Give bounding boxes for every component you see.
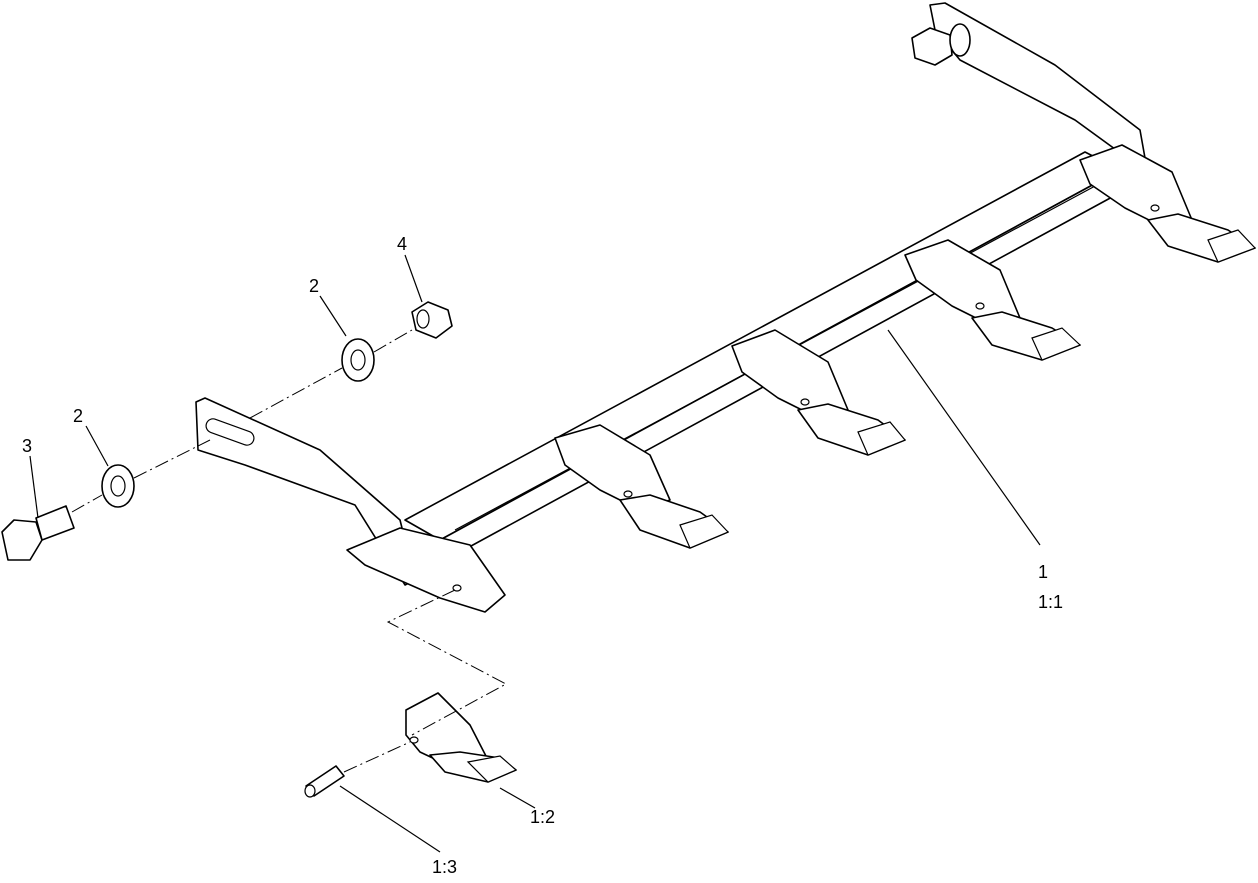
roll-pin-end <box>304 784 316 798</box>
left-end-guard <box>346 527 506 613</box>
guard-3-tip <box>1031 327 1082 361</box>
assembly-center-lines <box>71 329 508 773</box>
leader-lines <box>29 254 1041 853</box>
lock-nut <box>411 301 453 339</box>
exploded-guard-tip <box>466 755 518 783</box>
guard-4-tip <box>1207 229 1257 263</box>
guard-4 <box>1079 144 1257 263</box>
lock-nut-hole <box>416 309 430 329</box>
bolt-center-line-3 <box>249 367 343 419</box>
leader-4 <box>404 254 423 303</box>
flat-washer-right <box>341 338 375 382</box>
left-end-guard-hole <box>452 584 462 592</box>
bolt-center-line-1 <box>71 494 103 513</box>
guard-3 <box>904 239 1082 361</box>
guard-bar-assembly <box>195 2 1257 613</box>
guard-4-pin-hole <box>1150 204 1160 212</box>
bolt-center-line-4 <box>373 329 413 353</box>
guard-3-pin-hole <box>975 302 985 310</box>
left-bracket-slot <box>205 418 255 446</box>
leader-2-right <box>319 295 347 337</box>
hex-bolt <box>1 505 75 561</box>
hex-bolt-head <box>1 519 43 561</box>
guard-2 <box>731 329 906 456</box>
callout-2-left: 2 <box>73 406 83 426</box>
pin-center-line <box>343 741 411 773</box>
hex-bolt-shank <box>35 505 75 541</box>
leader-3 <box>29 455 39 519</box>
guard-1-pin-hole <box>623 490 633 498</box>
leader-2-left <box>85 425 109 467</box>
callout-4: 4 <box>397 234 407 254</box>
roll-pin <box>304 765 345 798</box>
exploded-guard-pin-hole <box>409 736 419 744</box>
guard-center-line <box>386 589 508 736</box>
leader-1-2 <box>499 787 536 809</box>
callout-1: 1 <box>1038 562 1048 582</box>
flat-washer-right-inner <box>350 349 366 371</box>
callout-labels: 1 1:1 1:2 1:3 2 2 3 4 <box>22 234 1063 877</box>
exploded-guard <box>405 692 518 783</box>
flat-washer-left <box>101 464 135 508</box>
right-bracket-bolt-head <box>911 27 953 66</box>
bolt-center-line-2 <box>133 439 211 479</box>
callout-2-right: 2 <box>309 276 319 296</box>
flat-washer-left-inner <box>110 475 126 497</box>
right-bracket-washer <box>949 23 971 57</box>
callout-3: 3 <box>22 436 32 456</box>
leader-1 <box>887 329 1041 546</box>
callout-1-2: 1:2 <box>530 807 555 827</box>
guard-2-pin-hole <box>800 398 810 406</box>
leader-1-3 <box>339 785 441 853</box>
callout-1-1: 1:1 <box>1038 592 1063 612</box>
guard-1-tip <box>679 514 730 549</box>
guard-2-tip <box>857 421 906 456</box>
guard-1 <box>554 424 730 549</box>
callout-1-3: 1:3 <box>432 857 457 877</box>
